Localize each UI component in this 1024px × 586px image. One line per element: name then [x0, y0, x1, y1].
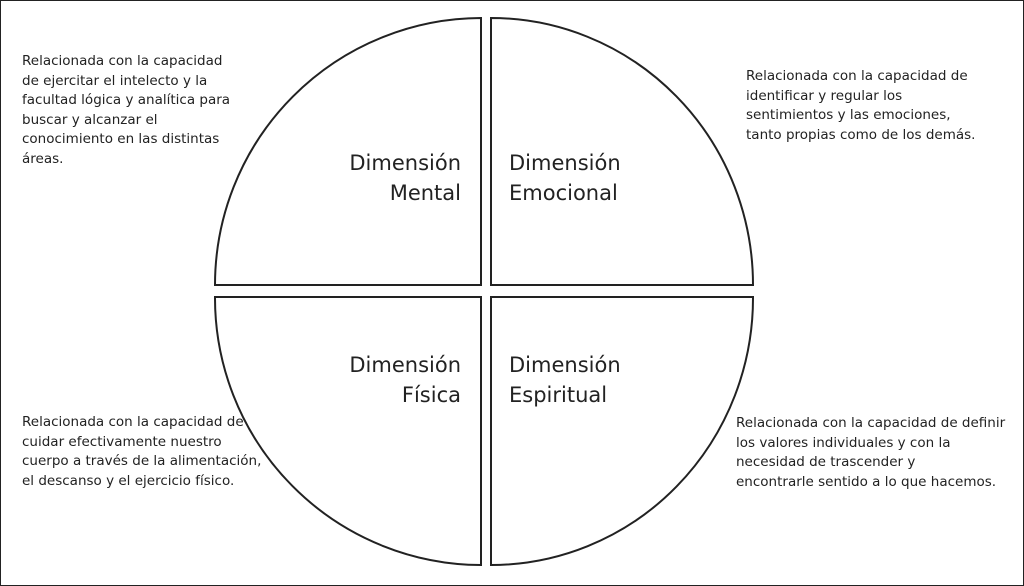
description-fisica-line: Relacionada con la capacidad de: [22, 414, 244, 430]
quadrant-espiritual-line-1: Dimensión: [509, 353, 621, 377]
quadrant-mental-line-1: Dimensión: [349, 151, 461, 175]
description-espiritual-line: Relacionada con la capacidad de definir: [736, 415, 1006, 431]
quadrant-mental-shape: [213, 16, 482, 286]
quadrant-espiritual-line-2: Espiritual: [509, 383, 608, 407]
description-fisica-line: el descanso y el ejercicio físico.: [22, 472, 235, 489]
description-emocional-line: sentimientos y las emociones,: [746, 107, 951, 123]
description-espiritual-line: los valores individuales y con la: [736, 434, 951, 451]
quadrant-emocional-shape: [490, 16, 755, 286]
description-emocional-line: identificar y regular los: [746, 87, 903, 104]
description-mental: Relacionada con la capacidad de ejercita…: [22, 52, 230, 169]
description-emocional-line: Relacionada con la capacidad de: [746, 68, 968, 84]
description-mental-line: Relacionada con la capacidad: [22, 53, 223, 69]
quadrant-emocional-line-1: Dimensión: [509, 151, 621, 175]
description-espiritual-line: necesidad de trascender y: [736, 454, 916, 470]
quadrant-fisica-line-2: Física: [401, 383, 461, 407]
description-emocional: Relacionada con la capacidad de identifi…: [746, 67, 975, 145]
quadrant-mental-label: Dimensión Mental: [349, 148, 461, 208]
description-mental-line: de ejercitar el intelecto y la: [22, 72, 208, 89]
description-mental-line: buscar y alcanzar el: [22, 111, 158, 128]
description-espiritual: Relacionada con la capacidad de definir …: [736, 414, 1005, 492]
description-emocional-line: tanto propias como de los demás.: [746, 126, 976, 143]
description-mental-line: conocimiento en las distintas: [22, 131, 220, 147]
description-fisica: Relacionada con la capacidad de cuidar e…: [22, 413, 261, 491]
quadrant-espiritual-label: Dimensión Espiritual: [509, 350, 621, 410]
description-fisica-line: cuidar efectivamente nuestro: [22, 433, 222, 450]
quadrant-fisica-line-1: Dimensión: [349, 353, 461, 377]
description-fisica-line: cuerpo a través de la alimentación,: [22, 453, 262, 469]
quadrant-mental-line-2: Mental: [389, 181, 461, 205]
description-mental-line: áreas.: [22, 150, 64, 167]
quadrant-espiritual-shape: [490, 296, 755, 567]
quadrant-emocional-label: Dimensión Emocional: [509, 148, 621, 208]
quadrant-fisica-label: Dimensión Física: [349, 350, 461, 410]
description-mental-line: facultad lógica y analítica para: [22, 92, 231, 108]
quadrant-fisica-shape: [213, 296, 482, 567]
description-espiritual-line: encontrarle sentido a lo que hacemos.: [736, 473, 997, 490]
quadrant-emocional-line-2: Emocional: [509, 181, 618, 205]
